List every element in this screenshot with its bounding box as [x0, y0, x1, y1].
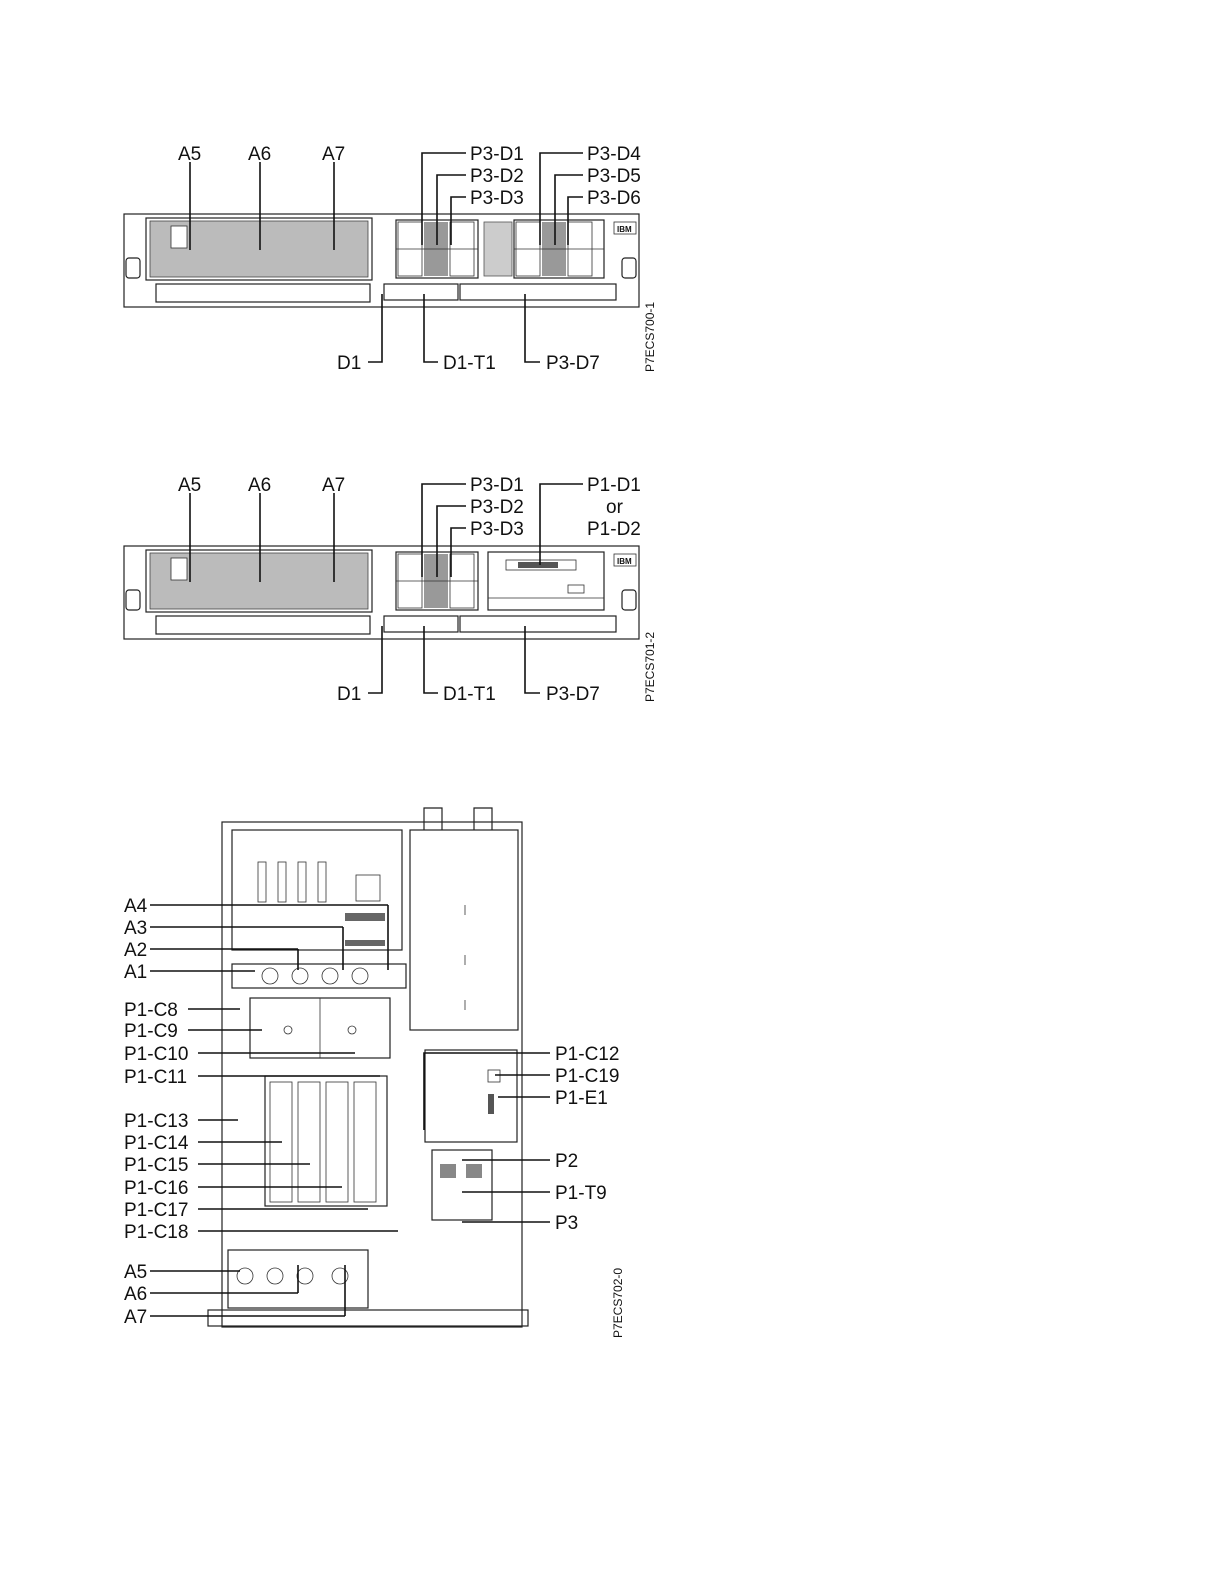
label-p1-c10: P1-C10 [124, 1044, 188, 1065]
label-p1-c15: P1-C15 [124, 1155, 188, 1176]
system-board-area [425, 1050, 517, 1142]
label-a4: A4 [124, 896, 148, 917]
label-a5: A5 [178, 475, 201, 496]
label-a7: A7 [322, 475, 345, 496]
label-p1-c9: P1-C9 [124, 1021, 178, 1042]
chassis-top [222, 822, 522, 1327]
ibm-logo: IBM [617, 557, 632, 566]
figure-front-view-1: IBM A5 A6 A7 P3-D1 P3-D2 P3-D3 P3-D4 P3-… [124, 144, 657, 374]
label-p1-d2: P1-D2 [587, 519, 641, 540]
label-a6: A6 [248, 475, 271, 496]
label-p3-d1: P3-D1 [470, 144, 524, 165]
label-p1-c12: P1-C12 [555, 1044, 619, 1065]
label-a5: A5 [124, 1262, 147, 1283]
media-bay [460, 616, 616, 632]
label-p1-c17: P1-C17 [124, 1200, 188, 1221]
label-d1: D1 [337, 353, 361, 374]
figure-id: P7ECS702-0 [611, 1268, 625, 1338]
figure-front-view-2: IBM A5 A6 A7 P3-D1 P3-D2 P3-D3 P1-D1 or … [124, 475, 657, 705]
label-p3-d3: P3-D3 [470, 188, 524, 209]
figure-id: P7ECS700-1 [643, 302, 657, 372]
label-p3-d7: P3-D7 [546, 684, 600, 705]
label-a5: A5 [178, 144, 201, 165]
figure-id: P7ECS701-2 [643, 632, 657, 702]
label-p1-c13: P1-C13 [124, 1111, 188, 1132]
label-p1-c14: P1-C14 [124, 1133, 189, 1154]
label-p1-c18: P1-C18 [124, 1222, 188, 1243]
media-bay [460, 284, 616, 300]
label-a7: A7 [322, 144, 345, 165]
operator-panel [384, 616, 458, 632]
label-p3-d7: P3-D7 [546, 353, 600, 374]
label-p1-d1: P1-D1 [587, 475, 641, 496]
label-a6: A6 [248, 144, 271, 165]
label-p1-c16: P1-C16 [124, 1178, 188, 1199]
label-a2: A2 [124, 940, 147, 961]
label-p1-t9: P1-T9 [555, 1183, 607, 1204]
label-d1-t1: D1-T1 [443, 684, 496, 705]
label-p3-d1: P3-D1 [470, 475, 524, 496]
label-or: or [606, 497, 624, 518]
label-a1: A1 [124, 962, 147, 983]
label-p1-c11: P1-C11 [124, 1067, 187, 1088]
label-p3-d3: P3-D3 [470, 519, 524, 540]
label-p3-d6: P3-D6 [587, 188, 641, 209]
label-a7: A7 [124, 1307, 147, 1328]
label-p3-d5: P3-D5 [587, 166, 641, 187]
label-p3-d2: P3-D2 [470, 166, 524, 187]
fan-row-top [232, 964, 406, 988]
power-supply [410, 830, 518, 1030]
label-d1-t1: D1-T1 [443, 353, 496, 374]
label-d1: D1 [337, 684, 361, 705]
label-p3: P3 [555, 1213, 578, 1234]
label-p1-c19: P1-C19 [555, 1066, 619, 1087]
label-p3-d2: P3-D2 [470, 497, 524, 518]
operator-panel [384, 284, 458, 300]
label-a6: A6 [124, 1284, 147, 1305]
label-p2: P2 [555, 1151, 578, 1172]
label-p1-e1: P1-E1 [555, 1088, 608, 1109]
figure-top-view: A4 A3 A2 A1 P1-C8 P1-C9 P1-C10 P1-C11 P1… [124, 808, 625, 1338]
ibm-logo: IBM [617, 225, 632, 234]
label-p1-c8: P1-C8 [124, 1000, 178, 1021]
label-a3: A3 [124, 918, 147, 939]
label-p3-d4: P3-D4 [587, 144, 641, 165]
